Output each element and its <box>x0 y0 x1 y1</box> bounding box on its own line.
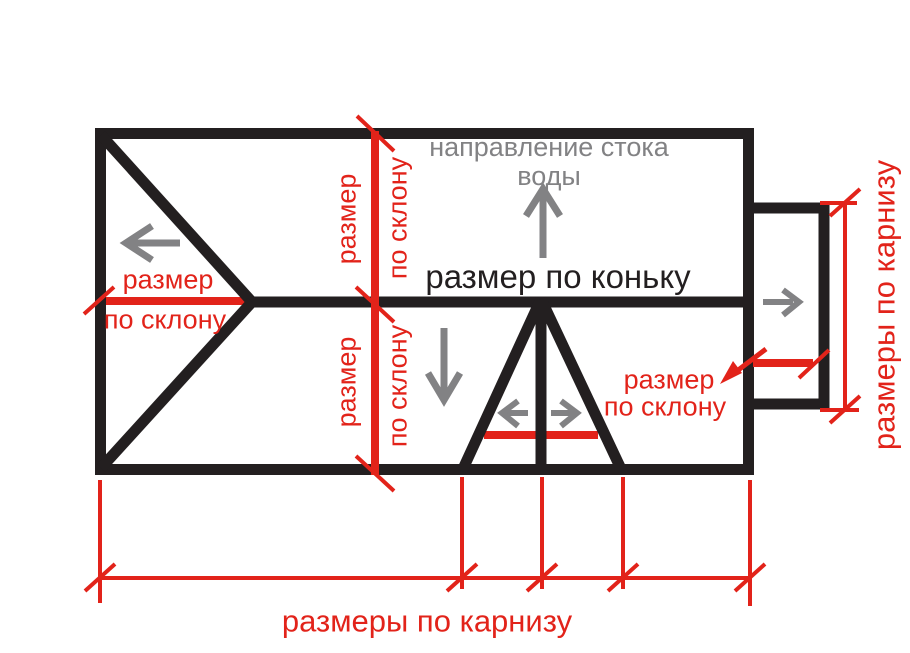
water-flow-arrows <box>119 182 804 429</box>
tick-slash <box>733 562 767 593</box>
flow-arrow-small-right-icon <box>551 398 582 429</box>
water-flow-direction-label: направление стока воды <box>429 131 669 191</box>
tick-slash <box>525 562 559 593</box>
bottom-eaves-dimension <box>83 477 767 606</box>
flow-arrow-down-icon <box>424 328 464 407</box>
tick-slash <box>355 114 396 153</box>
ridge-size-label: размер по коньку <box>425 258 691 296</box>
lower-slope-size-label-line1: размер <box>331 336 362 428</box>
side-extension-outline <box>748 202 830 410</box>
tick-slash <box>354 285 396 324</box>
tick-slash <box>606 562 640 593</box>
right-slope-size-label-line2: по склону <box>603 391 727 422</box>
right-eaves-dimension <box>820 187 862 425</box>
slope-pointer-icon <box>720 347 768 384</box>
tick-slash <box>797 348 831 380</box>
gable-edge-left <box>457 296 546 474</box>
tick-slash <box>83 562 117 593</box>
tick-slash <box>82 285 116 316</box>
slope-size-lines-over <box>82 114 831 493</box>
upper-slope-size-label-line1: размер <box>331 173 362 265</box>
water-flow-line1: направление стока <box>429 131 669 162</box>
tick-slash <box>354 454 396 493</box>
hip-edge-top <box>96 131 257 306</box>
tick-slash <box>828 394 862 425</box>
tick-slash <box>828 187 862 218</box>
left-slope-size-label-line2: по склону <box>103 304 227 335</box>
left-slope-size-label-line1: размер <box>122 264 214 295</box>
right-slope-size-label-line1: размер <box>623 364 715 395</box>
hip-edge-bottom <box>96 298 257 472</box>
upper-slope-size-label-line2: по склону <box>382 156 413 280</box>
lower-slope-size-label-line2: по склону <box>382 324 413 448</box>
tick-slash <box>445 562 479 593</box>
flow-arrow-small-left-icon <box>497 398 528 429</box>
right-eaves-sizes-label: размеры по карнизу <box>866 159 902 451</box>
flow-arrow-up-icon <box>523 182 563 258</box>
bottom-eaves-sizes-label: размеры по карнизу <box>281 603 573 639</box>
gable-edge-right <box>536 296 627 474</box>
flow-arrow-left-icon <box>119 223 180 263</box>
flow-arrow-right-icon <box>763 287 804 318</box>
water-flow-line2: воды <box>517 161 581 191</box>
